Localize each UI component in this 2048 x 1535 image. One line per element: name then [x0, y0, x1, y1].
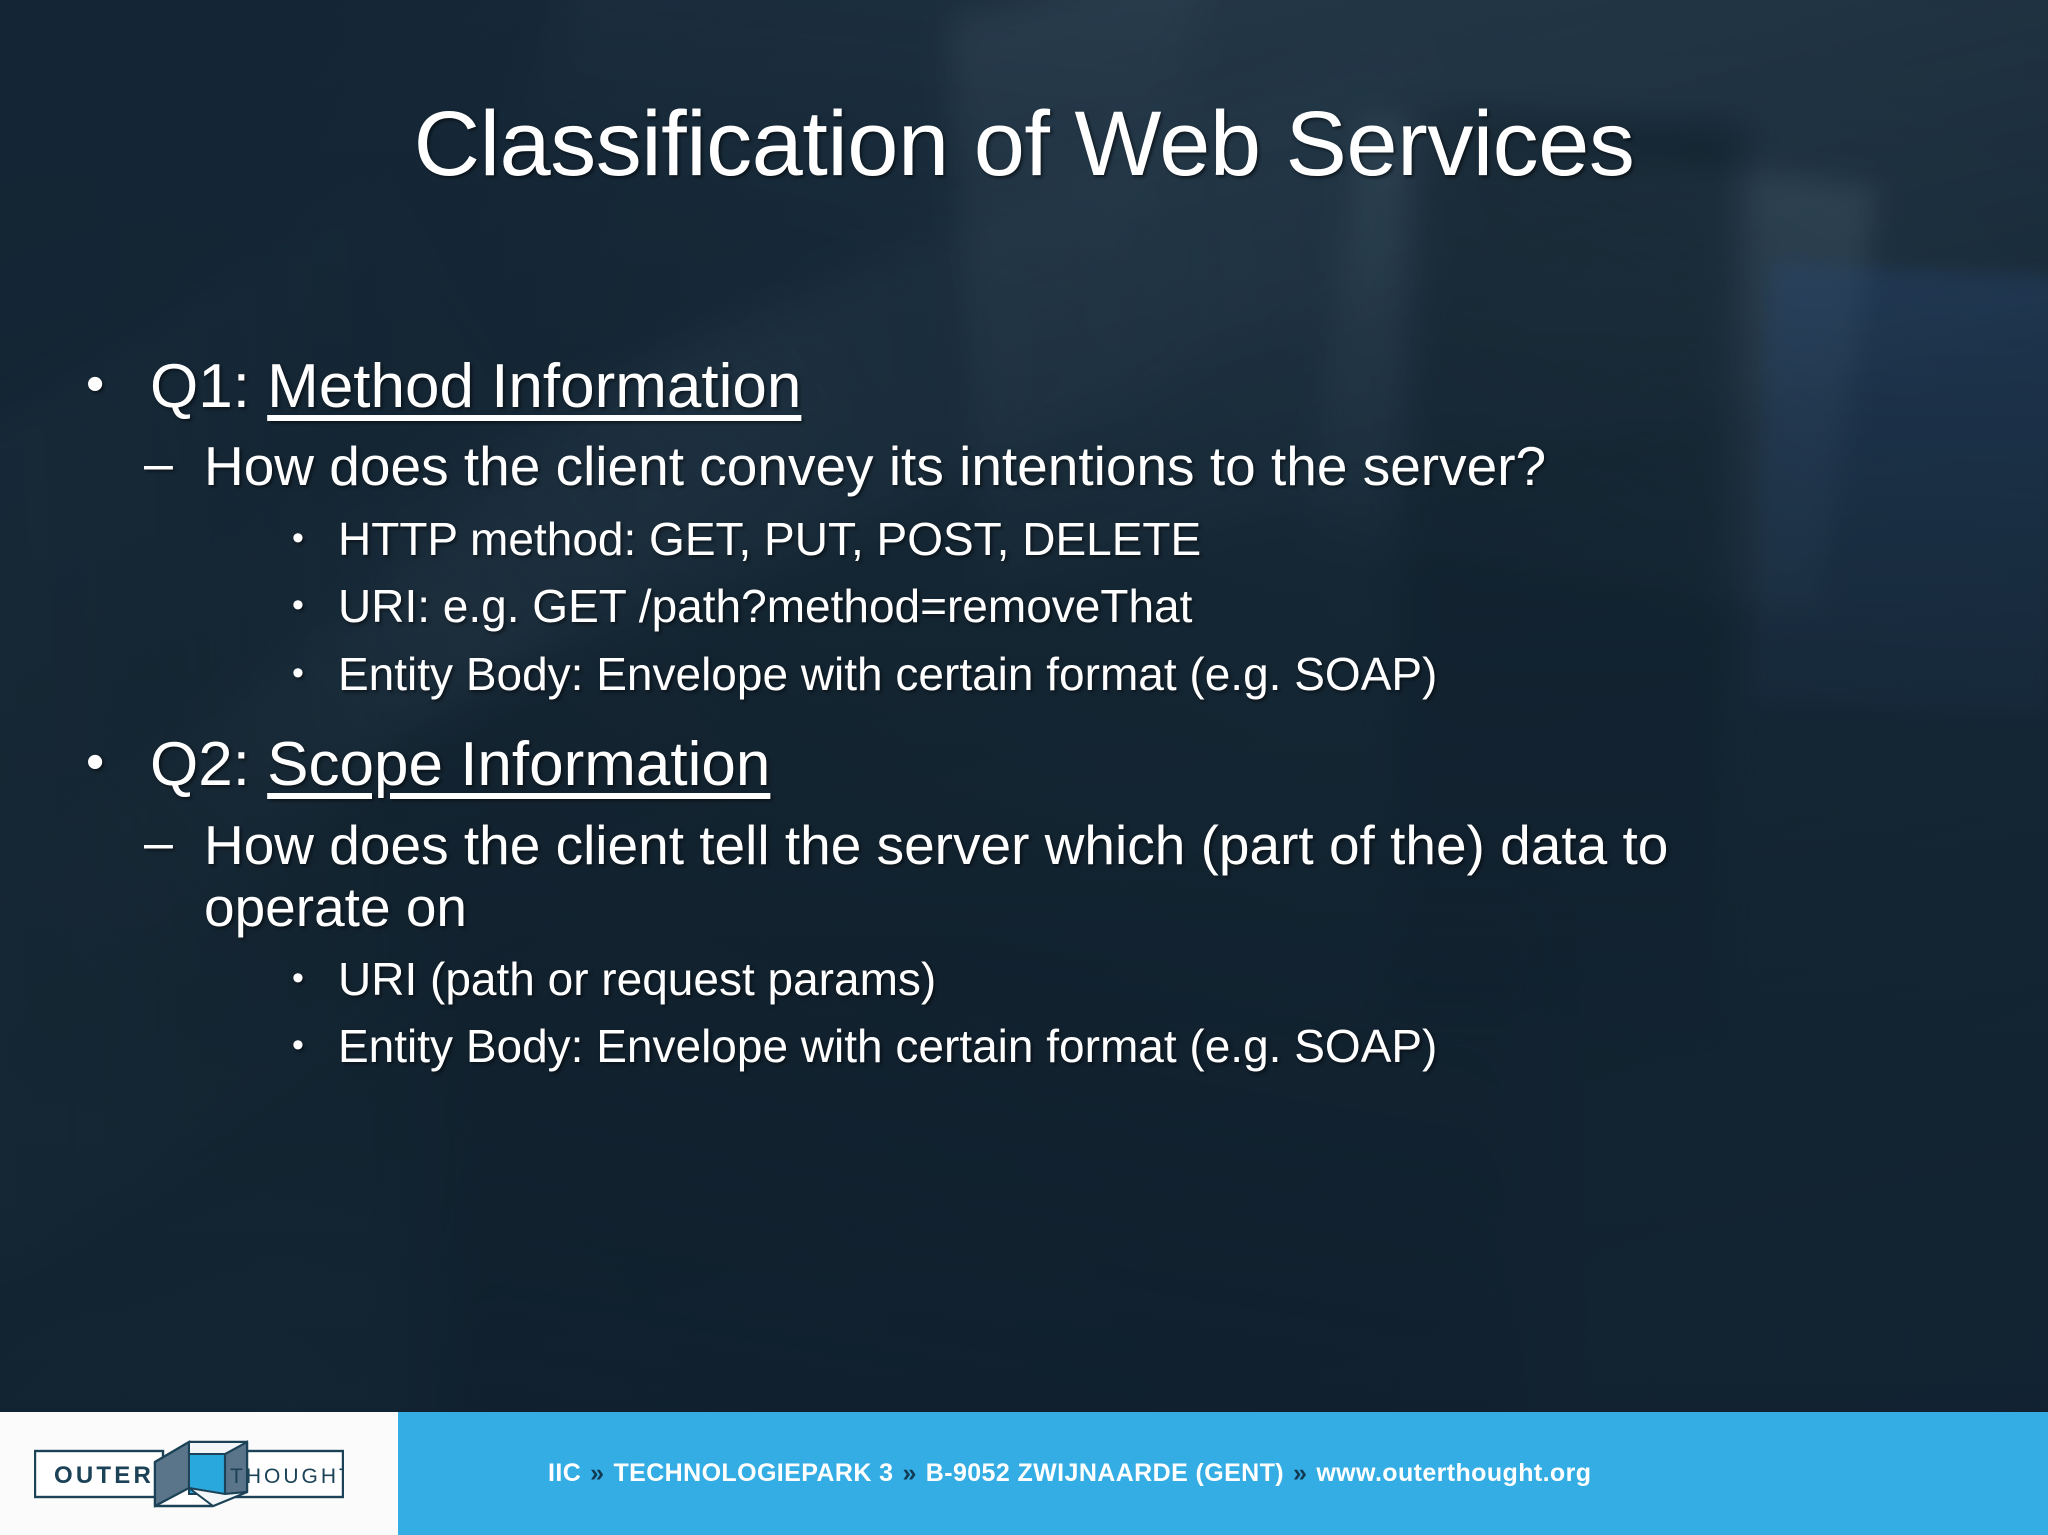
bullet-text: How does the client convey its intention…	[204, 435, 1547, 498]
bullet-text: URI (path or request params)	[338, 952, 937, 1005]
bullet-marker-icon: •	[292, 518, 304, 557]
bullet-level3-entity-body: • Entity Body: Envelope with certain for…	[72, 647, 2008, 701]
bullet-text: Entity Body: Envelope with certain forma…	[338, 1020, 1438, 1073]
bullet-marker-icon: •	[86, 355, 105, 413]
bullet-level1-q2: • Q2: Scope Information	[72, 730, 2008, 799]
bullet-level2-q1-question: – How does the client convey its intenti…	[72, 435, 2008, 497]
bullet-text: How does the client tell the server whic…	[204, 813, 1669, 938]
footer-info-bar: IIC » TECHNOLOGIEPARK 3 » B-9052 ZWIJNAARDE …	[398, 1412, 2048, 1535]
bullet-level3-http-method: • HTTP method: GET, PUT, POST, DELETE	[72, 512, 2008, 566]
bullet-text: HTTP method: GET, PUT, POST, DELETE	[338, 512, 1202, 565]
chevron-separator-icon: »	[590, 1459, 605, 1487]
bullet-marker-icon: •	[86, 733, 105, 792]
bullet-marker-icon: •	[292, 653, 304, 692]
bullet-level3-entity-body-2: • Entity Body: Envelope with certain for…	[72, 1021, 2008, 1073]
bullet-text: URI: e.g. GET /path?method=removeThat	[338, 580, 1193, 633]
bullet-underlined-term: Method Information	[267, 352, 802, 421]
outerthought-logo-icon: OUTER THOUGHT	[34, 1439, 344, 1508]
chevron-separator-icon: »	[1293, 1459, 1308, 1487]
bullet-level3-uri-params: • URI (path or request params)	[72, 952, 2008, 1006]
bullet-marker-icon: •	[292, 586, 304, 625]
bullet-marker-icon: •	[292, 1026, 304, 1065]
section-spacer	[72, 700, 2008, 730]
bullet-underlined-term: Scope Information	[267, 730, 771, 800]
slide-title: Classification of Web Services	[413, 93, 1635, 195]
footer-logo-pane: OUTER THOUGHT	[0, 1412, 398, 1535]
bullet-prefix: Q2:	[150, 730, 268, 800]
bullet-text: Q1: Method Information	[150, 352, 2008, 421]
outerthought-logo: OUTER THOUGHT	[34, 1439, 344, 1508]
bullet-level2-q2-question: – How does the client tell the server wh…	[72, 814, 2008, 938]
footer-item-street: TECHNOLOGIEPARK 3	[613, 1459, 894, 1487]
bullet-level3-uri: • URI: e.g. GET /path?method=removeThat	[72, 581, 2008, 633]
footer-item-website[interactable]: www.outerthought.org	[1316, 1459, 1592, 1487]
chevron-separator-icon: »	[902, 1459, 917, 1487]
bullet-marker-icon: •	[292, 958, 304, 997]
dash-marker-icon: –	[144, 435, 173, 494]
bullet-text: Entity Body: Envelope with certain forma…	[338, 647, 1438, 700]
slide-footer: OUTER THOUGHT IIC » TECHNOLOGIEPARK 3 » B-90…	[0, 1412, 2048, 1535]
logo-left-word: OUTER	[54, 1462, 154, 1489]
bullet-text: Q2: Scope Information	[150, 730, 2008, 799]
footer-address-line: IIC » TECHNOLOGIEPARK 3 » B-9052 ZWIJNAARDE …	[548, 1459, 1591, 1488]
logo-right-word: THOUGHT	[230, 1465, 344, 1488]
footer-item-iic: IIC	[548, 1459, 582, 1487]
bullet-prefix: Q1:	[150, 352, 268, 421]
footer-item-city: B-9052 ZWIJNAARDE (GENT)	[925, 1459, 1285, 1487]
slide-body: • Q1: Method Information – How does the …	[72, 352, 2008, 1073]
dash-marker-icon: –	[144, 813, 173, 872]
bullet-level1-q1: • Q1: Method Information	[72, 352, 2008, 421]
